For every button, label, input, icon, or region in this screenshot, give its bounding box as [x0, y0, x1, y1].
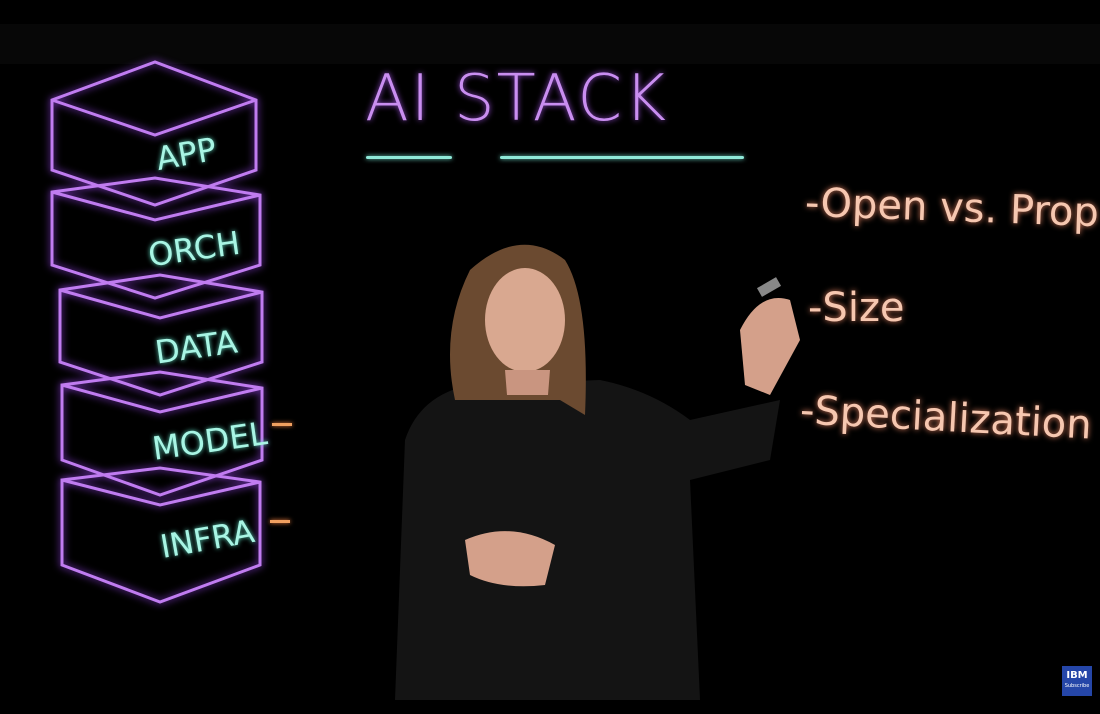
ibm-logo: IBM: [1066, 670, 1088, 681]
top-band: [0, 24, 1100, 64]
stack-box-app: [50, 60, 258, 207]
stack-box-infra: [60, 466, 262, 604]
model-pointer-dash: [272, 423, 292, 426]
stack-box-orch: [50, 176, 262, 300]
stack-box-data: [58, 273, 264, 397]
note-size: -Size: [808, 285, 905, 331]
title-underline-stack: [500, 156, 744, 159]
presenter: [395, 244, 800, 700]
stack-box-model: [60, 370, 264, 497]
title-underline-ai: [366, 156, 452, 159]
infra-pointer-dash: [270, 520, 290, 523]
page-title: AI STACK: [365, 62, 669, 136]
subscribe-label: Subscribe: [1064, 683, 1090, 689]
ibm-subscribe-button[interactable]: IBM Subscribe: [1062, 666, 1092, 696]
